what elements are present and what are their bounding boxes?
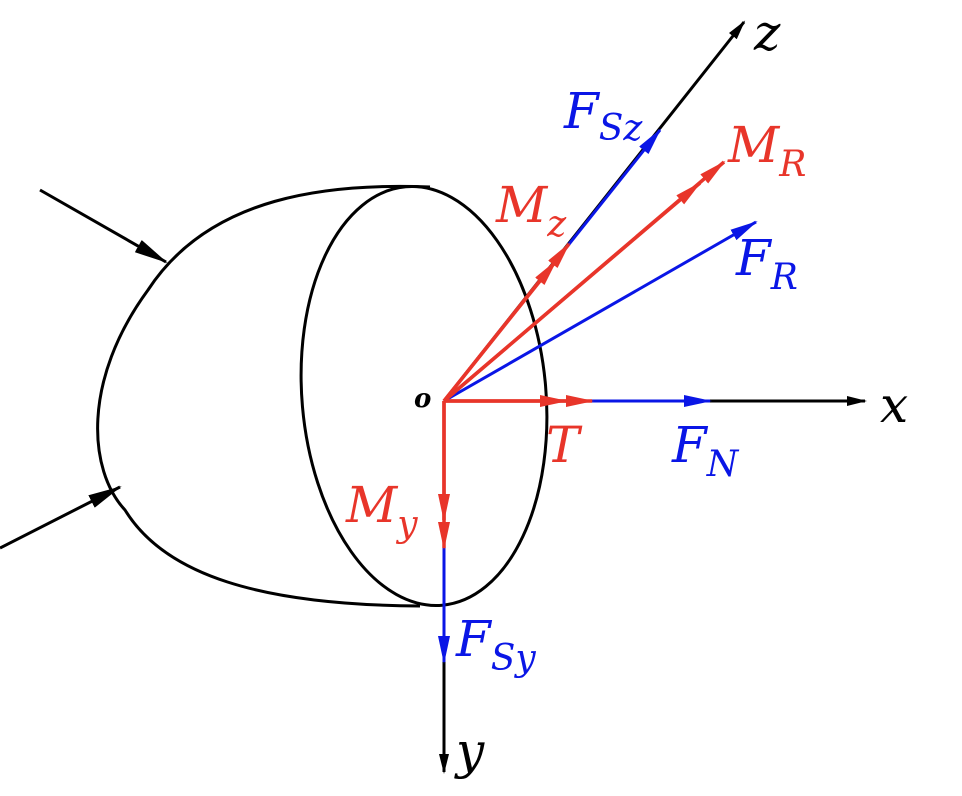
fsy-label-sub: Sy — [491, 638, 537, 679]
fr-label: FR — [735, 229, 798, 298]
mr-label-main: M — [727, 116, 781, 174]
z-axis-label: z — [753, 4, 781, 62]
mr-label-sub: R — [778, 144, 806, 185]
fn-label-main: F — [671, 416, 709, 474]
fn-label-sub: N — [706, 444, 740, 485]
x-axis-label: x — [880, 376, 908, 434]
external-load-arrow-upper — [39, 188, 168, 264]
mr-label: MR — [727, 116, 806, 185]
body-outer-contour — [96, 184, 431, 608]
y-axis-label: y — [454, 722, 485, 780]
fr-vector — [443, 220, 758, 403]
fsy-label-main: F — [455, 610, 493, 668]
mz-label-main: M — [495, 176, 549, 234]
cross-section-ellipse — [299, 185, 549, 607]
mr-vector-head2 — [442, 160, 726, 403]
fn-label: FN — [671, 416, 740, 485]
my-label-sub: y — [395, 504, 418, 545]
origin-label: o — [414, 384, 431, 414]
t-label: T — [546, 416, 583, 474]
mz-vector-head2 — [442, 242, 571, 403]
external-load-arrow-lower — [0, 485, 122, 550]
fsy-label: FSy — [455, 610, 536, 679]
fsz-label: FSz — [563, 82, 643, 149]
fsz-label-main: F — [563, 82, 601, 140]
fsz-label-sub: Sz — [599, 108, 644, 149]
mz-label-sub: z — [546, 204, 567, 245]
fr-label-main: F — [735, 229, 773, 287]
fr-label-sub: R — [770, 257, 798, 298]
my-label: My — [345, 476, 418, 545]
my-label-main: M — [345, 476, 399, 534]
mz-label: Mz — [495, 176, 567, 245]
